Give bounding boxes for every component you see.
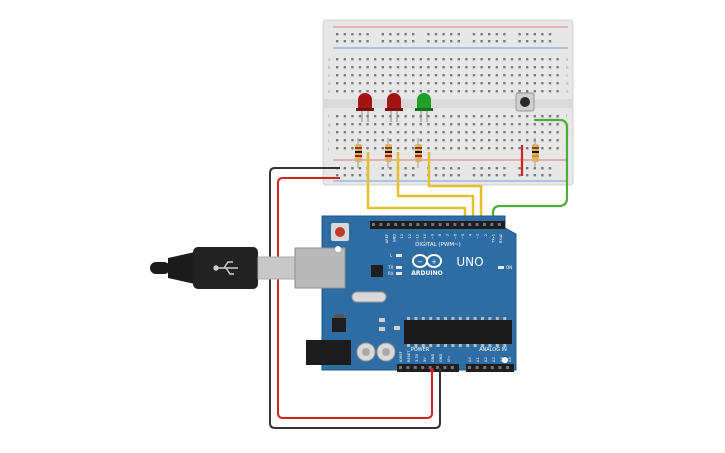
brand-label: ARDUINO	[411, 270, 442, 277]
digital-pin-label: ~3	[476, 234, 480, 239]
arduino-logo-icon: − +	[412, 254, 442, 268]
row-letter: a	[566, 57, 569, 62]
l-led-label: L	[390, 253, 393, 258]
power-pin-labels: IOREF RESET 3.3V 5V GND GND Vin	[399, 350, 451, 362]
bottom-header-holes	[399, 366, 509, 369]
row-letter: b	[328, 65, 331, 70]
power-pin-label: RESET	[407, 350, 411, 362]
usb-port	[294, 247, 346, 289]
resistors	[355, 138, 539, 168]
crystal	[351, 291, 387, 303]
wires	[269, 118, 569, 429]
power-pin-label: GND	[431, 354, 435, 362]
digital-pin-label: ~11	[415, 234, 419, 242]
dc-jack	[306, 340, 351, 365]
row-letter: i	[328, 138, 329, 143]
tx-led-label: TX	[387, 265, 393, 270]
analog-pin-label: A2	[484, 357, 488, 362]
digital-pin-label: 8	[438, 233, 442, 236]
row-letter: h	[328, 130, 331, 135]
row-letter: g	[328, 122, 331, 127]
row-letter: d	[328, 81, 331, 86]
digital-pin-label: TX▸1	[491, 234, 495, 244]
row-letter: c	[566, 73, 568, 78]
digital-label: DIGITAL (PWM~)	[415, 242, 461, 248]
resistor-2	[385, 138, 392, 168]
analog-pin-label: A5	[508, 357, 512, 362]
led-green	[415, 93, 433, 122]
analog-pin-label: A0	[468, 357, 472, 362]
model-label: UNO	[456, 255, 483, 269]
svg-text:−: −	[417, 258, 423, 266]
digital-pin-label: ~5	[461, 234, 465, 239]
analog-label: ANALOG IN	[479, 347, 507, 353]
row-letter: d	[566, 81, 569, 86]
push-button[interactable]	[515, 92, 535, 112]
black-ground-wire	[269, 167, 441, 429]
digital-pin-label: ~9	[431, 233, 435, 239]
on-led-label: ON	[506, 265, 512, 270]
row-letter: f	[328, 114, 330, 119]
digital-pin-label: 7	[446, 234, 450, 236]
resistor-3	[415, 138, 422, 168]
row-letter: j	[327, 146, 329, 151]
row-letter: e	[566, 89, 569, 94]
analog-pin-label: A3	[492, 357, 496, 362]
led-red-2	[385, 93, 403, 122]
analog-pin-label: A1	[476, 357, 480, 362]
yellow-wire-2	[396, 152, 475, 226]
digital-pin-label: ~6	[453, 233, 457, 239]
digital-pin-label: 4	[469, 233, 473, 236]
power-pin-label: Vin	[447, 356, 451, 362]
digital-header-holes	[372, 223, 501, 226]
row-letter: b	[566, 65, 569, 70]
power-pin-label: 5V	[423, 357, 427, 362]
resistor-4	[532, 138, 539, 168]
green-wire	[491, 118, 569, 226]
power-pin-label: 3.3V	[415, 353, 419, 362]
rx-led-label: RX	[388, 271, 394, 276]
atmega-chip	[404, 320, 512, 344]
digital-pin-label: GND	[393, 234, 397, 242]
row-letter: f	[566, 114, 568, 119]
row-letter: e	[328, 89, 331, 94]
chip-pins-bottom	[407, 344, 507, 347]
chip-pins-top	[407, 317, 507, 320]
row-letter: a	[328, 57, 331, 62]
digital-pin-label: RX◂0	[499, 233, 503, 243]
usb-cable	[150, 247, 299, 289]
digital-pin-label: 12	[408, 234, 412, 239]
digital-pin-label: 2	[484, 234, 488, 236]
power-label: POWER	[411, 347, 430, 353]
analog-pin-labels: A0 A1 A2 A3 A4 A5	[468, 357, 512, 362]
usb-icon	[213, 261, 238, 275]
digital-pin-label: AREF	[385, 234, 389, 243]
analog-header	[466, 364, 514, 372]
led-red-1	[356, 93, 374, 122]
digital-pin-label: ~10	[423, 233, 427, 241]
power-pin-label: GND	[439, 354, 443, 362]
voltage-regulator	[332, 318, 346, 332]
yellow-wire-3	[427, 152, 483, 226]
digital-header	[370, 221, 505, 229]
analog-pin-label: A4	[500, 357, 504, 362]
digital-pin-label: 13	[400, 234, 404, 239]
row-letter: c	[328, 73, 330, 78]
usb-chip	[371, 265, 383, 277]
power-pin-label: IOREF	[399, 351, 403, 362]
resistor-1	[355, 138, 362, 168]
red-power-wire	[277, 177, 433, 419]
leds	[356, 93, 433, 122]
svg-text:+: +	[431, 258, 437, 266]
power-header	[397, 364, 459, 372]
